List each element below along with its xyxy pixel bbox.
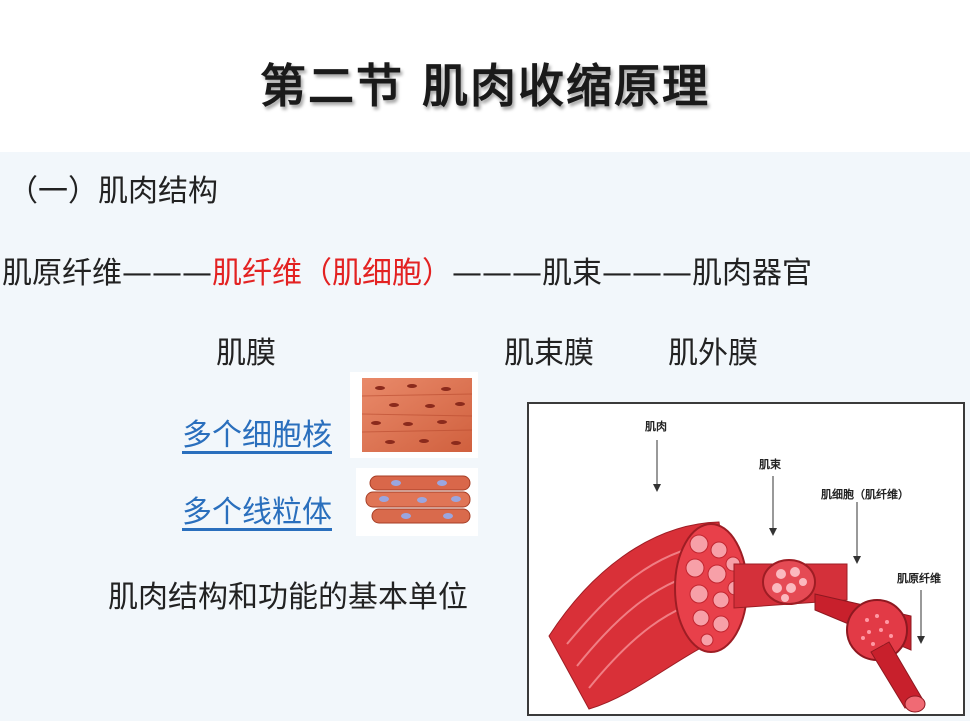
hierarchy-fascicle: 肌束: [542, 256, 602, 291]
hierarchy-separator: ———: [602, 256, 692, 291]
label-myofibril: 肌原纤维: [897, 572, 941, 585]
muscle-tissue-image: [350, 372, 478, 458]
hierarchy-muscle-fiber: 肌纤维（肌细胞）: [212, 256, 452, 291]
muscle-anatomy-illustration: [548, 440, 926, 713]
title-band: 第二节 肌肉收缩原理: [0, 0, 970, 152]
membrane-epimysium: 肌外膜: [668, 336, 758, 371]
label-fascicle: 肌束: [759, 458, 781, 471]
hierarchy-separator: ———: [122, 256, 212, 291]
muscle-structure-diagram: 肌肉 肌束 肌细胞（肌纤维） 肌原纤维: [527, 402, 965, 716]
section-heading: （一）肌肉结构: [8, 174, 218, 209]
membrane-sarcolemma: 肌膜: [216, 336, 276, 371]
nuclei-link[interactable]: 多个细胞核: [182, 418, 332, 453]
membrane-perimysium: 肌束膜: [504, 336, 594, 371]
muscle-fiber-image: [356, 468, 478, 536]
hierarchy-separator: ———: [452, 256, 542, 291]
hierarchy-muscle-organ: 肌肉器官: [692, 256, 812, 291]
basic-unit-statement: 肌肉结构和功能的基本单位: [108, 580, 468, 615]
label-muscle-fiber: 肌细胞（肌纤维）: [821, 488, 909, 501]
hierarchy-myofibril: 肌原纤维: [2, 256, 122, 291]
mitochondria-link[interactable]: 多个线粒体: [182, 495, 332, 530]
label-muscle: 肌肉: [645, 420, 667, 433]
slide-title: 第二节 肌肉收缩原理: [259, 59, 710, 113]
hierarchy-line: 肌原纤维———肌纤维（肌细胞）———肌束———肌肉器官: [2, 248, 812, 292]
